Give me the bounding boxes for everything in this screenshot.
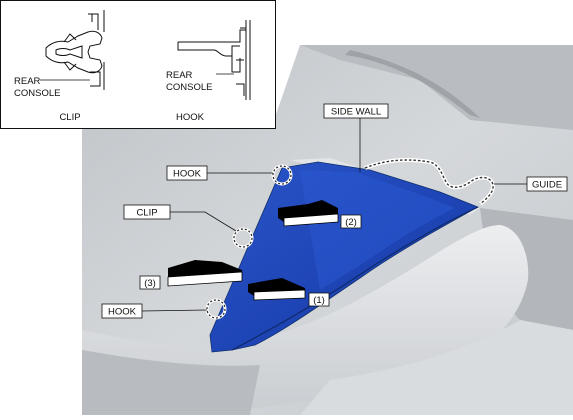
step-label-3: (3): [139, 275, 161, 290]
panel-highlight: [300, 170, 455, 290]
guide-outline-dash: [364, 159, 494, 205]
callout-side-wall: SIDE WALL: [323, 103, 389, 119]
arrow-step1: [248, 278, 306, 301]
clip-rear-label-1: REAR: [14, 76, 41, 87]
bottom-right-shadow: [300, 320, 573, 415]
callout-clip-text: CLIP: [136, 208, 157, 219]
inset-detail: REAR CONSOLE CLIP REAR CONSOLE HOOK: [0, 0, 276, 129]
hook-caption: HOOK: [176, 112, 205, 123]
clip-rear-label-2: CONSOLE: [14, 88, 60, 99]
step-label-2-text: (2): [345, 217, 357, 228]
hook-rear-label-2: CONSOLE: [166, 82, 212, 93]
clip-caption: CLIP: [59, 112, 80, 123]
hook-drawing: REAR CONSOLE HOOK: [166, 20, 251, 123]
callout-side-wall-text: SIDE WALL: [331, 107, 381, 118]
step-label-3-text: (3): [144, 278, 156, 289]
callout-hook-bottom-text: HOOK: [108, 307, 137, 318]
callout-guide: GUIDE: [526, 176, 568, 192]
upper-ridge: [345, 50, 480, 118]
arrow-step3: [167, 260, 243, 287]
hook-rear-label-1: REAR: [166, 70, 193, 81]
clip-drawing: REAR CONSOLE CLIP: [14, 10, 105, 123]
callout-hook-bottom: HOOK: [101, 303, 143, 319]
callout-hook-top: HOOK: [166, 165, 208, 181]
callout-clip: CLIP: [123, 204, 171, 220]
step-label-1-text: (1): [313, 295, 325, 306]
console-scene: [82, 45, 573, 415]
callout-hook-top-text: HOOK: [173, 169, 202, 180]
arrow-step2: [278, 200, 339, 227]
step-label-1: (1): [308, 292, 330, 307]
leader-lines: [141, 118, 527, 312]
side-wall-panel: [209, 161, 479, 353]
lower-shadow: [82, 350, 260, 415]
callout-guide-text: GUIDE: [532, 180, 562, 191]
step-label-2: (2): [340, 214, 362, 229]
panel-lower-edge: [231, 206, 479, 351]
